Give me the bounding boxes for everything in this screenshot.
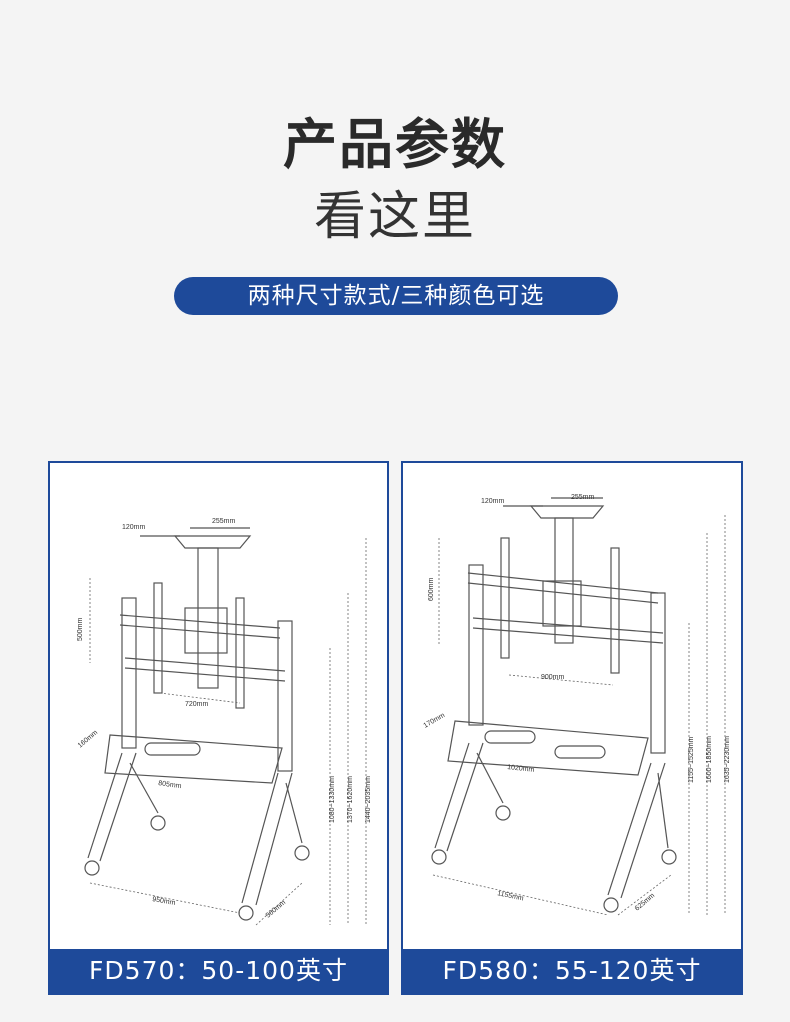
page-subtitle: 看这里 (313, 187, 476, 247)
dim-bracket-width: 120mm (481, 498, 505, 505)
dim-height-range-1: 1080~1330mm (329, 776, 336, 823)
dim-height-range-2: 1370~1620mm (347, 776, 354, 823)
dim-tray-depth: 170mm (423, 712, 447, 730)
dim-clamp-width: 255mm (571, 494, 595, 501)
model-card-fd580: 120mm 255mm 600mm 900mm 170mm 1020mm 115… (401, 461, 743, 995)
options-badge: 两种尺寸款式/三种颜色可选 (174, 277, 618, 315)
dim-base-depth: 625mm (634, 892, 657, 912)
dim-vesa-height: 500mm (77, 617, 84, 641)
stand-diagram-fd570: 120mm 255mm 500mm 720mm 160mm 805mm 950m… (77, 518, 372, 926)
dim-base-width: 1155mm (497, 890, 525, 902)
dim-height-range-2: 1600~1850mm (706, 736, 713, 783)
model-caption: FD580：55-120英寸 (403, 949, 741, 993)
dim-height-range-3: 1440~2035mm (365, 776, 372, 823)
dim-tray-width: 805mm (158, 780, 182, 790)
dim-base-depth: 560mm (265, 899, 288, 919)
dim-height-range-3: 1635~2230mm (724, 736, 731, 783)
dim-vesa-height: 600mm (428, 577, 435, 601)
model-caption: FD570：50-100英寸 (50, 949, 387, 993)
dim-tray-width: 1020mm (507, 764, 535, 774)
dim-base-width: 950mm (152, 896, 176, 907)
dim-height-range-1: 1155~1525mm (688, 736, 695, 783)
stand-diagram-fd580: 120mm 255mm 600mm 900mm 170mm 1020mm 115… (423, 494, 731, 916)
dim-clamp-width: 255mm (212, 518, 236, 525)
page-title: 产品参数 (283, 113, 507, 176)
dim-bracket-width: 120mm (122, 524, 146, 531)
model-card-fd570: 120mm 255mm 500mm 720mm 160mm 805mm 950m… (48, 461, 389, 995)
dim-vesa-width: 720mm (185, 701, 209, 708)
dim-vesa-width: 900mm (541, 674, 565, 681)
dim-tray-depth: 160mm (77, 729, 100, 749)
